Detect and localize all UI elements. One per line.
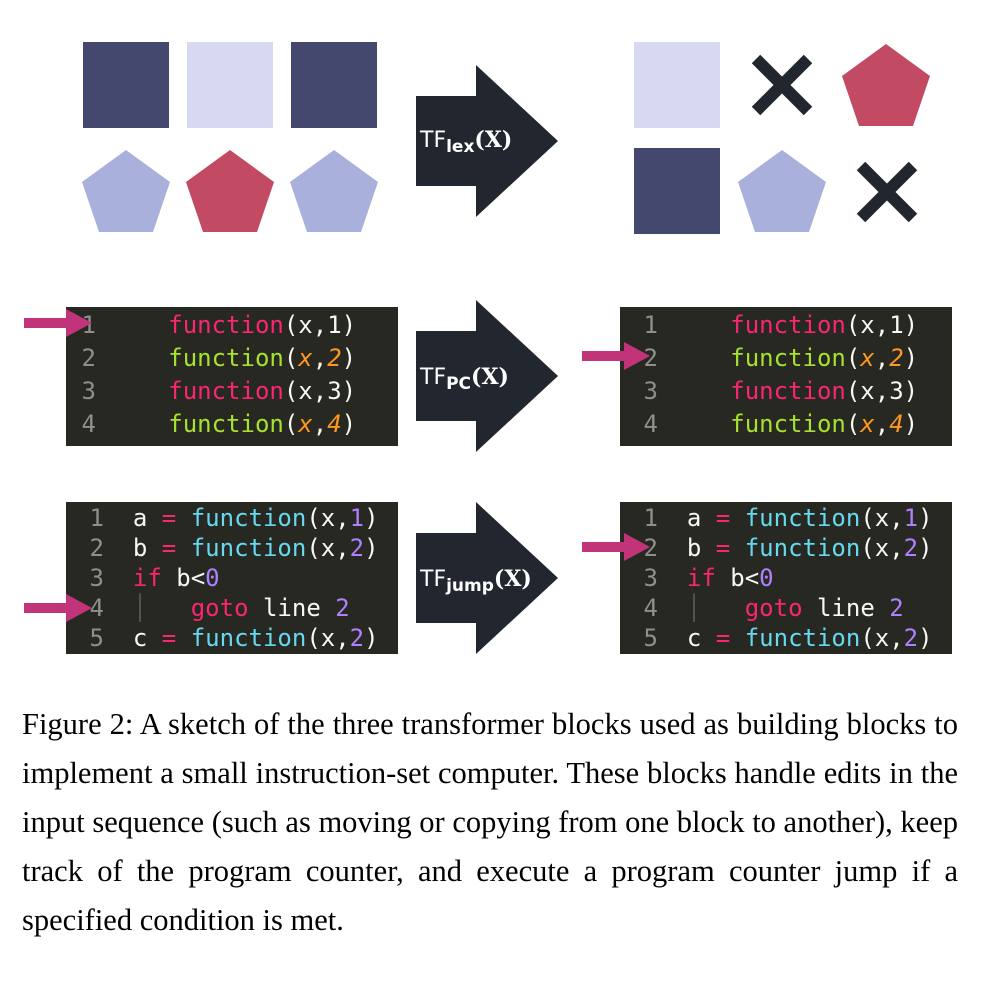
arrow-shape [416,502,558,654]
label-main: TF [420,365,447,390]
label-main: TF [420,567,447,592]
code-line: 3 if b<0 [643,564,774,592]
program-counter-pointer-icon [582,533,650,561]
label-arg: (X) [474,127,513,153]
code-line: 2 b = function(x,2) [643,534,933,562]
periwinkle-pentagon [82,150,170,232]
jump-output-code-panel: 1 a = function(x,1) 2 b = function(x,2) … [620,502,952,654]
code-line: 3 if b<0 [89,564,220,592]
light-square [634,42,720,128]
code-line: 3 function(x,3) [643,377,919,405]
arrow-shape [416,65,558,217]
code-line: 1 a = function(x,1) [643,504,933,532]
code-line: 5 c = function(x,2) [89,624,379,652]
pc-input-code-panel: 1 function(x,1) 2 function(x,2) 3 functi… [66,307,398,446]
label-main: TF [420,128,447,153]
label-sub: PC [446,374,472,394]
arrow-shape [416,300,558,452]
code-line: 2 b = function(x,2) [89,534,379,562]
label-sub: lex [446,137,475,157]
jump-arrow-label: TFjump(X) [420,566,532,596]
periwinkle-pentagon [738,150,826,232]
x-mark-icon [751,54,813,116]
code-line: 4 function(x,4) [81,410,357,438]
program-counter-pointer-icon [582,342,650,370]
crimson-pentagon [842,44,930,126]
code-line: 2 function(x,2) [643,344,919,372]
pc-output-code-panel: 1 function(x,1) 2 function(x,2) 3 functi… [620,307,952,446]
code-line: 3 function(x,3) [81,377,357,405]
code-line: 4 function(x,4) [643,410,919,438]
crimson-pentagon [186,150,274,232]
code-line: 1 function(x,1) [643,311,919,339]
label-arg: (X) [493,566,532,592]
x-mark-icon [856,161,918,223]
dark-square [83,42,169,128]
program-counter-pointer-icon [24,309,92,337]
pc-arrow-label: TFPC(X) [420,364,509,394]
lex-arrow-label: TFlex(X) [420,127,512,157]
light-square [187,42,273,128]
jump-input-code-panel: 1 a = function(x,1) 2 b = function(x,2) … [66,502,398,654]
dark-square [634,148,720,234]
dark-square [291,42,377,128]
program-counter-pointer-icon [24,594,92,622]
code-line: 2 function(x,2) [81,344,357,372]
figure-caption: Figure 2: A sketch of the three transfor… [22,707,958,937]
code-line: 5 c = function(x,2) [643,624,933,652]
periwinkle-pentagon [290,150,378,232]
code-line: 1 function(x,1) [81,311,357,339]
code-line: 4 │ goto line 2 [89,594,350,622]
label-arg: (X) [471,364,509,390]
label-sub: jump [446,576,494,596]
code-line: 4 │ goto line 2 [643,594,904,622]
code-line: 1 a = function(x,1) [89,504,379,532]
